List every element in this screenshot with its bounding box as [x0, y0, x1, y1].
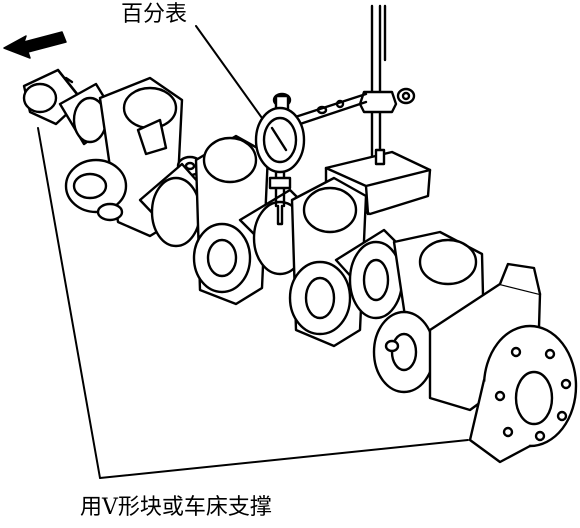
dial-needle [270, 126, 288, 152]
dial-indicator-leader [195, 25, 263, 119]
rear-flange [468, 324, 578, 464]
leader-lines [37, 25, 469, 479]
indicator-stand [284, 4, 432, 216]
dial-plunger [276, 204, 284, 226]
arrow-left-icon [3, 31, 67, 59]
support-leader-right [99, 439, 469, 479]
support-leader-left [37, 127, 101, 479]
stand-rod-main [370, 4, 382, 172]
dial-indicator-label: 百分表 [121, 2, 188, 27]
crankshaft [22, 68, 578, 464]
support-label: 用V形块或车床支撑 [80, 495, 272, 520]
dial-indicator [254, 92, 306, 226]
